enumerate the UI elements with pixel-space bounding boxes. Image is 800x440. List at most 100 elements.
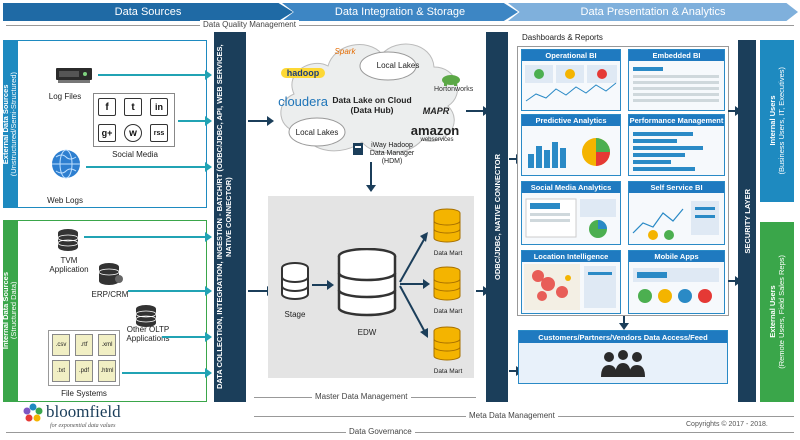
mapr-label: MAPR [422, 106, 450, 116]
tile-performance-management-title: Performance Management [629, 115, 724, 126]
spark-label: Spark [334, 47, 356, 56]
arrow-oltp [162, 332, 212, 342]
master-data-label: Master Data Management [312, 392, 411, 401]
data-mart-label-2: Data Mart [433, 308, 463, 315]
aws-label: webservices [420, 137, 454, 143]
tile-location-intelligence-title: Location Intelligence [522, 251, 620, 262]
odbc-connector-label: ODBC/JDBC, NATIVE CONNECTOR [492, 154, 502, 280]
arrow-dashboards-to-customers [619, 316, 629, 330]
tile-operational-bi[interactable]: Operational BI [521, 49, 621, 111]
rtf-file-icon: .rtf [75, 334, 93, 356]
whatsapp-icon: w [124, 124, 142, 142]
banner-data-sources-label: Data Sources [114, 6, 182, 18]
brand-tagline: for exponential data values [50, 423, 116, 429]
iway-label: iWay Hadoop Data Manager (HDM) [369, 142, 415, 165]
arrow-storage-to-odbc [476, 286, 490, 296]
stage-database-icon [281, 262, 309, 300]
tile-self-service-bi-title: Self Service BI [629, 182, 724, 193]
hadoop-label: hadoop [281, 68, 325, 78]
local-lakes-label-2: Local Lakes [295, 128, 339, 137]
erp-database-icon [98, 263, 123, 285]
tile-mobile-apps[interactable]: Mobile Apps [628, 250, 725, 314]
log-files-label: Log Files [48, 92, 82, 101]
internal-users-subtitle: (Business Users, IT, Executives) [777, 67, 786, 175]
cloudera-label: cloudera [278, 94, 328, 109]
iway-icon [353, 143, 363, 155]
bloomfield-logo-icon [23, 403, 43, 422]
local-lakes-label-1: Local Lakes [376, 61, 420, 70]
data-quality-line [6, 25, 794, 26]
mobile-apps-thumbnail [633, 268, 719, 303]
arrow-to-security-top [728, 106, 742, 116]
tile-social-media-analytics[interactable]: Social Media Analytics [521, 181, 621, 245]
self-service-bi-thumbnail [632, 201, 719, 240]
data-lake-subtitle: (Data Hub) [350, 105, 394, 115]
odbc-connector-bar: ODBC/JDBC, NATIVE CONNECTOR [486, 32, 508, 402]
arrow-lake-to-storage [366, 162, 376, 192]
hortonworks-label: Hortonworks [434, 86, 474, 93]
data-lake-title: Data Lake on Cloud (Data Hub) [328, 95, 416, 115]
social-media-label: Social Media [112, 150, 158, 159]
tile-mobile-apps-title: Mobile Apps [629, 251, 724, 262]
external-users-title: External Users [768, 285, 777, 339]
arrow-social-media [178, 116, 212, 126]
internal-users-bar: Internal Users (Business Users, IT, Exec… [760, 40, 794, 202]
tile-predictive-analytics-title: Predictive Analytics [522, 115, 620, 126]
customers-access-box: Customers/Partners/Vendors Data Access/F… [518, 330, 728, 384]
edw-to-marts-arrows [399, 232, 430, 338]
dashboards-heading: Dashboards & Reports [522, 33, 603, 42]
data-governance-label: Data Governance [346, 427, 415, 436]
csv-file-icon: .csv [52, 334, 70, 356]
stage-label: Stage [284, 310, 306, 319]
web-logs-label: Web Logs [47, 196, 83, 205]
tile-embedded-bi[interactable]: Embedded BI [628, 49, 725, 111]
linkedin-icon: in [150, 98, 168, 116]
tile-performance-management[interactable]: Performance Management [628, 114, 725, 176]
data-lake-title-text: Data Lake on Cloud [332, 95, 412, 105]
file-systems-label: File Systems [61, 389, 107, 398]
banner-data-integration-label: Data Integration & Storage [334, 6, 466, 18]
tile-location-intelligence[interactable]: Location Intelligence [521, 250, 621, 314]
twitter-icon: t [124, 98, 142, 116]
internal-sources-box [17, 220, 207, 402]
customers-access-title: Customers/Partners/Vendors Data Access/F… [519, 331, 727, 343]
predictive-analytics-thumbnail [528, 138, 610, 168]
arrow-file-systems [122, 368, 212, 378]
database-icon [57, 229, 79, 251]
html-file-icon: .html [98, 360, 116, 382]
oltp-database-icon [135, 305, 157, 327]
people-group-icon [601, 350, 645, 377]
arrow-to-security-bottom [728, 276, 742, 286]
data-collection-bar: DATA COLLECTION, INTEGRATION, INGESTION … [214, 32, 246, 402]
txt-file-icon: .txt [52, 360, 70, 382]
tile-predictive-analytics[interactable]: Predictive Analytics [521, 114, 621, 176]
amazon-label: amazon [410, 123, 460, 138]
arrow-odbc-to-customers [509, 366, 523, 376]
performance-management-thumbnail [633, 132, 703, 171]
data-mart-icon-2 [433, 266, 461, 301]
security-layer-label: SECURITY LAYER [742, 188, 752, 254]
operational-bi-thumbnail [525, 65, 617, 102]
server-icon [56, 68, 92, 83]
banner-data-integration: Data Integration & Storage [282, 3, 518, 21]
brand-name: bloomfield [46, 402, 121, 421]
arrow-lake-to-odbc [466, 106, 490, 116]
data-quality-label: Data Quality Management [200, 20, 299, 29]
tile-embedded-bi-title: Embedded BI [629, 50, 724, 61]
security-layer-bar: SECURITY LAYER [738, 40, 756, 402]
data-lake-cloud [280, 43, 458, 154]
location-intelligence-thumbnail [524, 264, 616, 310]
social-media-box: f t in g+ w rss [93, 93, 175, 147]
data-mart-label-1: Data Mart [433, 250, 463, 257]
external-sources-bar: External Data Sources(Unstructured/Semi-… [1, 40, 18, 208]
tile-self-service-bi[interactable]: Self Service BI [628, 181, 725, 245]
arrow-stage-to-edw [312, 280, 334, 290]
globe-icon [52, 149, 80, 179]
meta-data-label: Meta Data Management [466, 411, 558, 420]
external-users-subtitle: (Remote Users, Field Sales Reps) [777, 255, 786, 369]
google-plus-icon: g+ [98, 124, 116, 142]
arrow-to-lake [248, 116, 274, 126]
elephant-icon [442, 75, 460, 86]
arrow-erp-crm [128, 286, 212, 296]
internal-sources-bar: Internal Data Sources(Structured Data) [1, 220, 18, 402]
